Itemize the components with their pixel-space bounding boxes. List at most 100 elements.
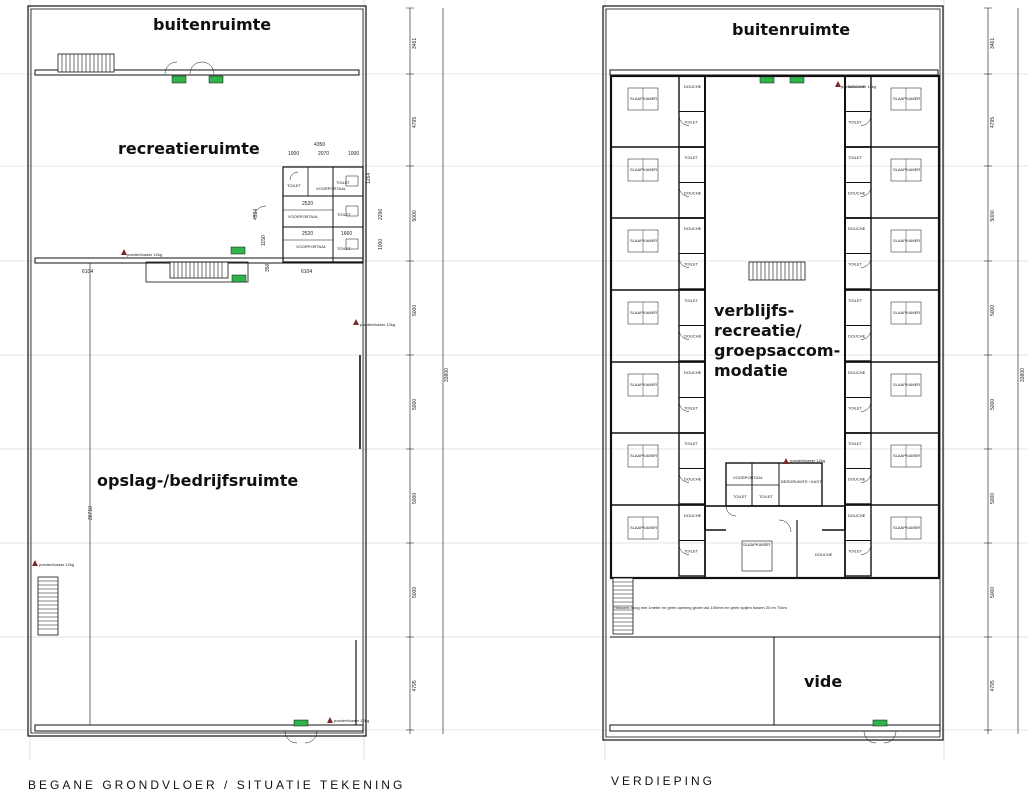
room-douche-right: DOUCHE <box>848 226 866 231</box>
right-outer-wall <box>602 5 944 741</box>
side-dimension-label: 3461 <box>990 38 996 49</box>
room-slaapkamer-right: SLAAPKAMER <box>893 167 920 172</box>
left-stair-top <box>57 53 115 73</box>
room-toilet-left: TOILET <box>684 120 698 125</box>
room-slaapkamer-right: SLAAPKAMER <box>893 453 920 458</box>
right-floor-plan: SLAAPKAMER DOUCHE TOILET SLAAPKAMER TOILET DO… <box>602 5 1019 744</box>
room-toilet-right: DOUCHE <box>848 191 866 196</box>
room-douche-left: DOUCHE <box>684 513 702 518</box>
room-toilet-left: DOUCHE <box>684 334 702 339</box>
dim-1264: 1264 <box>366 173 372 184</box>
dim-2520b: 2520 <box>302 231 313 237</box>
side-dimension-label: 5000 <box>412 210 418 221</box>
left-top-doors <box>164 61 224 84</box>
room-slaapkamer-left: SLAAPKAMER <box>630 310 657 315</box>
right-room-grid: SLAAPKAMER DOUCHE TOILET SLAAPKAMER TOILET DO… <box>844 75 939 577</box>
room-douche-right: DOUCHE <box>848 370 866 375</box>
right-label-main-1: verblijfs- <box>714 301 794 320</box>
room-toilet-left: TOILET <box>684 549 698 554</box>
left-caption: BEGANE GRONDVLOER / SITUATIE TEKENING <box>28 778 405 792</box>
side-dimension-label: 5000 <box>990 493 996 504</box>
room-douche-right: DOUCHE <box>848 513 866 518</box>
room-slaapkamer-left: SLAAPKAMER <box>630 238 657 243</box>
side-dimension-label: 5000 <box>990 210 996 221</box>
left-extinguishers <box>32 249 359 723</box>
vide-area <box>773 636 941 729</box>
room-slaapkamer-right: SLAAPKAMER <box>893 238 920 243</box>
dim-4924: 4924 <box>253 209 259 220</box>
right-caption: VERDIEPING <box>611 774 715 788</box>
room-douche-left: DOUCHE <box>684 226 702 231</box>
room-toilet-right: TOILET <box>848 262 862 267</box>
room-toilet-right: DOUCHE <box>848 477 866 482</box>
right-label-buitenruimte: buitenruimte <box>732 20 850 39</box>
room-slaapkamer-right: SLAAPKAMER <box>893 525 920 530</box>
dim-1660: 1660 <box>341 231 352 237</box>
left-stair-side <box>37 576 59 636</box>
right-label-main-4: modatie <box>714 361 788 380</box>
room-slaapkamer-left: SLAAPKAMER <box>630 96 657 101</box>
right-label-main-3: groepsaccom- <box>714 341 840 360</box>
dim-2520a: 2520 <box>302 201 313 207</box>
left-toilet-block <box>253 166 364 263</box>
left-room-voorportaal-3: VOORPORTAAL <box>296 244 327 249</box>
left-room-toilet-1: TOILET <box>287 183 301 188</box>
side-dimension-label: 5000 <box>412 399 418 410</box>
side-dimension-label: 4795 <box>990 680 996 691</box>
left-extinguisher-label-4: poederblusser 12kg <box>334 718 369 723</box>
left-room-toilet-2: TOILET <box>336 180 350 185</box>
right-label-vide: vide <box>804 672 842 691</box>
room-toilet-right: DOUCHE <box>848 334 866 339</box>
right-room-berging: BERGRUIMTE / KAST <box>781 479 822 484</box>
room-toilet-right: TOILET <box>848 549 862 554</box>
side-dimension-label: 3461 <box>412 38 418 49</box>
left-label-opslag: opslag-/bedrijfsruimte <box>97 471 298 490</box>
side-dimension-label: 5000 <box>990 399 996 410</box>
left-extinguisher-label-3: poederblusser 12kg <box>39 562 74 567</box>
left-room-toilet-4: TOILET <box>337 246 351 251</box>
dim-1150: 1150 <box>261 235 267 246</box>
room-douche-left: DOUCHE <box>684 370 702 375</box>
room-slaapkamer-right: SLAAPKAMER <box>893 310 920 315</box>
dim-1000b: 1000 <box>348 151 359 157</box>
room-slaapkamer-right: SLAAPKAMER <box>893 96 920 101</box>
room-toilet-right: TOILET <box>848 406 862 411</box>
right-extinguisher-label-1: poederblusser 12kg <box>841 84 876 89</box>
dim-350: 350 <box>265 263 271 272</box>
dim-26710: 26710 <box>88 506 94 520</box>
left-room-toilet-3: TOILET <box>337 212 351 217</box>
dim-4350: 4350 <box>314 142 325 148</box>
room-toilet-left: DOUCHE <box>684 477 702 482</box>
left-label-buitenruimte: buitenruimte <box>153 15 271 34</box>
room-douche-right: TOILET <box>848 441 862 446</box>
dim-2296: 2296 <box>378 209 384 220</box>
left-total-dim: 33800 <box>444 368 450 382</box>
room-douche-left: DOUCHE <box>684 84 702 89</box>
dim-6104a: 6104 <box>82 269 93 275</box>
right-total-dim: 33800 <box>1020 368 1026 382</box>
side-dimension-label: 5000 <box>412 305 418 316</box>
room-douche-left: TOILET <box>684 441 698 446</box>
right-stair-center <box>748 261 806 281</box>
right-note: Hekwerk hoog min 1meter en geen opening … <box>614 605 787 610</box>
side-dimension-label: 4795 <box>412 117 418 128</box>
left-outer-wall <box>27 5 367 737</box>
room-douche-left: TOILET <box>684 298 698 303</box>
room-douche-right: TOILET <box>848 155 862 160</box>
dim-6104b: 6104 <box>301 269 312 275</box>
room-douche-right: DOUCHE <box>848 84 866 89</box>
right-extinguisher-label-2: poederblusser 12kg <box>790 458 825 463</box>
side-dimension-label: 5000 <box>412 493 418 504</box>
room-douche-right: TOILET <box>848 298 862 303</box>
left-stair-mid <box>145 246 249 283</box>
left-label-recreatieruimte: recreatieruimte <box>118 139 260 158</box>
left-extinguisher-label-2: poederblusser 12kg <box>360 322 395 327</box>
right-room-voorportaal: VOORPORTAAL <box>733 475 764 480</box>
dim-2070: 2070 <box>318 151 329 157</box>
room-slaapkamer-right: SLAAPKAMER <box>893 382 920 387</box>
room-toilet-left: TOILET <box>684 262 698 267</box>
side-dimension-label: 4795 <box>412 680 418 691</box>
